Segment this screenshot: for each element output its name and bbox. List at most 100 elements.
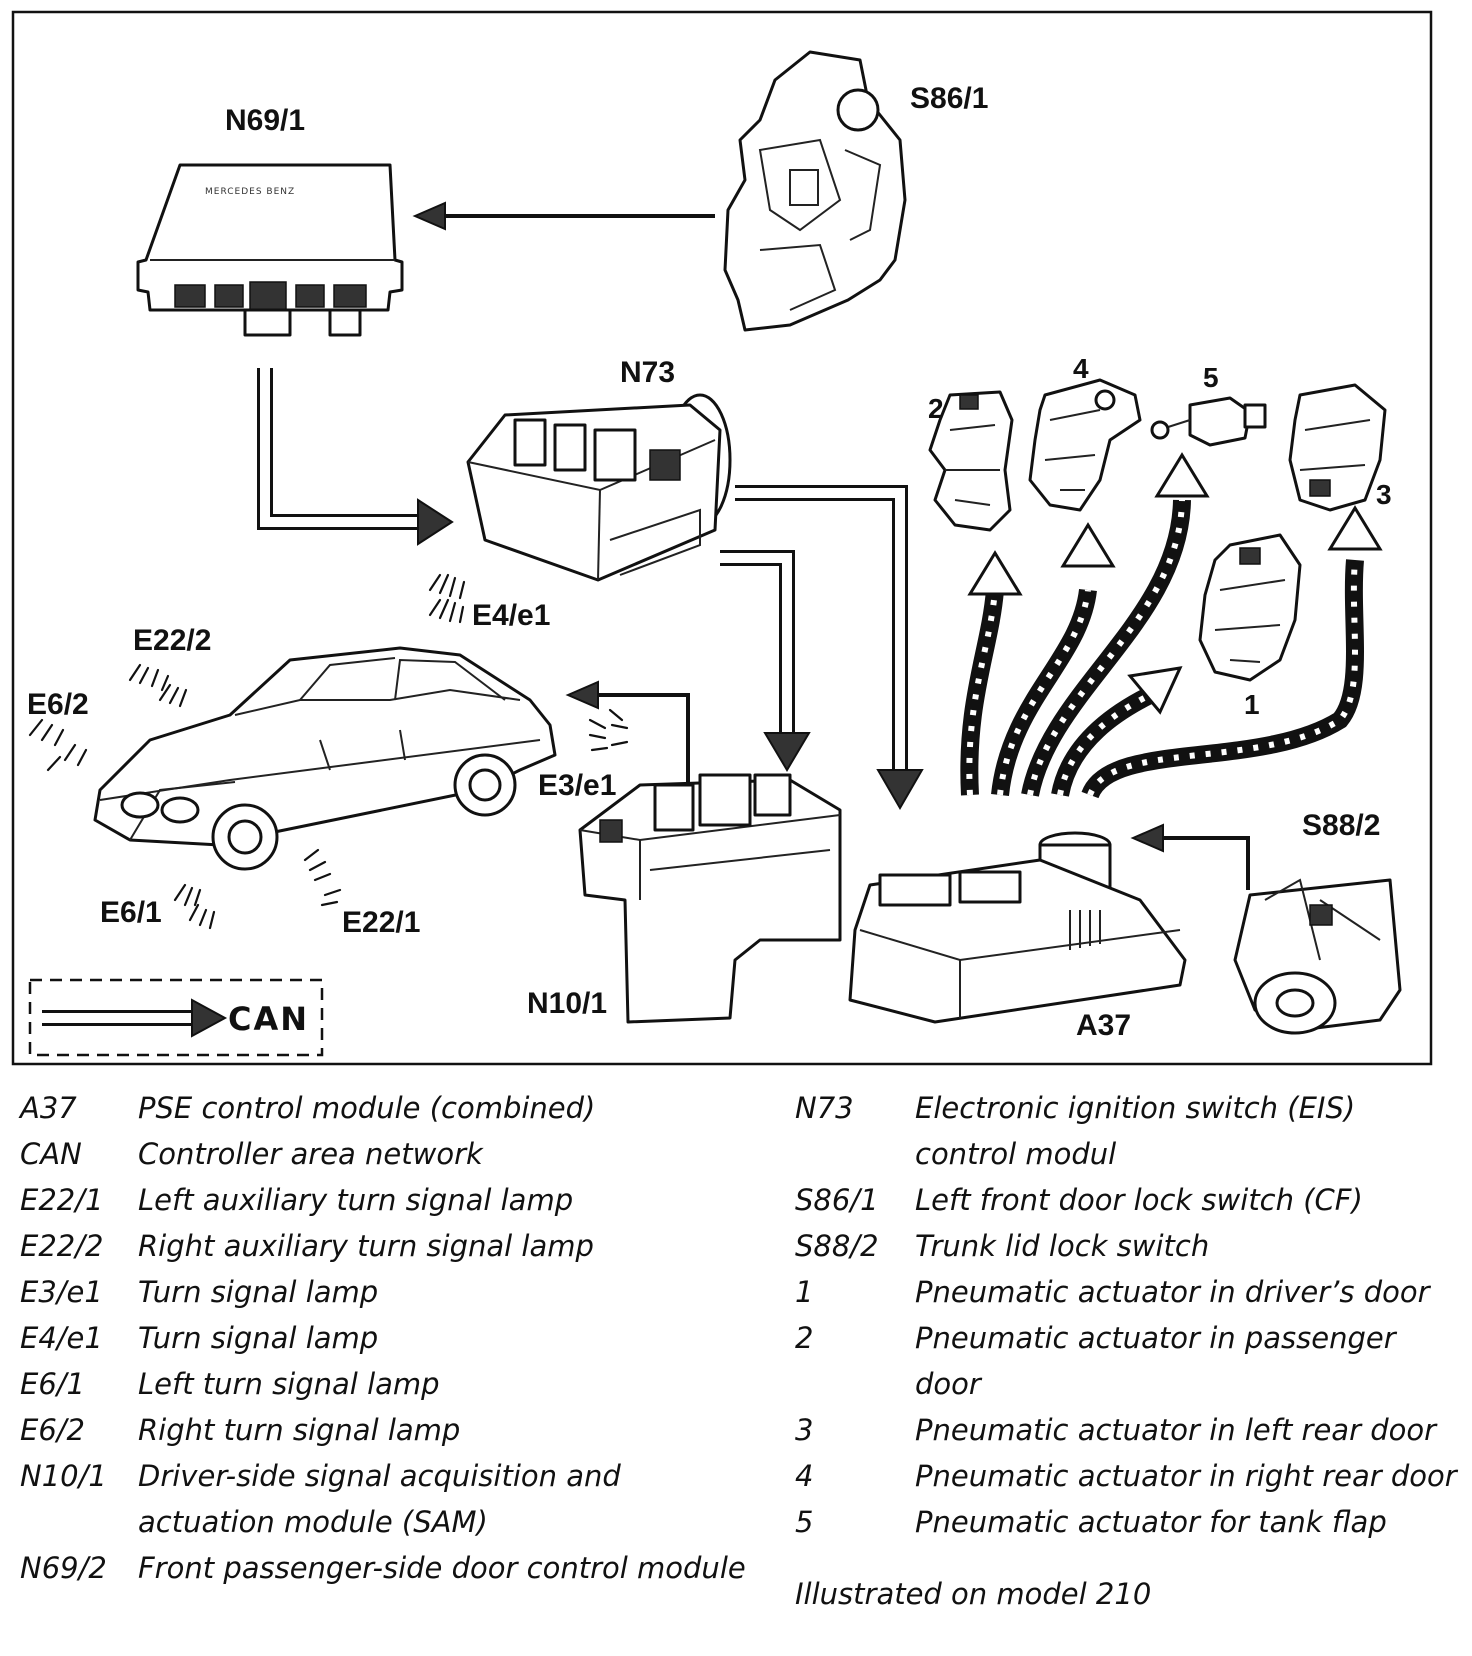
label-actuator-3: 3 (1376, 479, 1392, 510)
label-actuator-4: 4 (1073, 353, 1089, 384)
legend-item: A37 PSE control module (combined) (20, 1085, 760, 1131)
arrow-s88-to-a37 (1130, 823, 1250, 890)
legend-desc: Turn signal lamp (138, 1275, 379, 1309)
legend-item: E4/e1 Turn signal lamp (20, 1315, 760, 1361)
s86-1-switch (723, 50, 907, 332)
system-diagram: MERCEDES BENZ N69/1 S86/1 N73 (11, 10, 1433, 1066)
label-s86-1: S86/1 (910, 82, 988, 115)
legend-left-column: A37 PSE control module (combined) CAN Cont… (20, 1085, 760, 1591)
legend-code: S86/1 (795, 1183, 879, 1217)
label-actuator-2: 2 (928, 393, 944, 424)
actuator-1 (1198, 533, 1302, 682)
legend-item: 5 Pneumatic actuator for tank flap (795, 1499, 1465, 1545)
rays-e6-2 (28, 718, 88, 772)
label-e6-1: E6/1 (100, 896, 162, 929)
car-model-210 (93, 646, 557, 871)
legend-code: A37 (20, 1091, 77, 1125)
label-e4-e1: E4/e1 (472, 599, 550, 632)
legend-desc: Trunk lid lock switch (915, 1229, 1210, 1263)
module-brand-text: MERCEDES BENZ (205, 187, 295, 197)
legend-code: N69/2 (20, 1551, 107, 1585)
legend-desc: Left turn signal lamp (138, 1367, 440, 1401)
n69-1-module: MERCEDES BENZ (136, 163, 404, 337)
legend-item: 1 Pneumatic actuator in driver’s door (795, 1269, 1465, 1315)
legend-desc: Pneumatic actuator in driver’s door (915, 1275, 1430, 1309)
a37-pse-module (848, 831, 1187, 1024)
n10-1-sam (578, 773, 842, 1024)
legend-code: E22/1 (20, 1183, 104, 1217)
legend-desc: Right turn signal lamp (138, 1413, 461, 1447)
legend-code: N73 (795, 1091, 854, 1125)
legend-item: E6/1 Left turn signal lamp (20, 1361, 760, 1407)
pneumatic-arrow-1 (1127, 666, 1183, 715)
pneumatic-arrow-2 (967, 550, 1023, 596)
label-e6-2: E6/2 (27, 688, 89, 721)
legend-desc: Turn signal lamp (138, 1321, 379, 1355)
actuator-3 (1288, 383, 1387, 512)
legend-item: E22/1 Left auxiliary turn signal lamp (20, 1177, 760, 1223)
legend-desc: Right auxiliary turn signal lamp (138, 1229, 594, 1263)
legend-desc: Pneumatic actuator in passenger door (915, 1321, 1396, 1401)
rays-e22-2 (128, 663, 188, 708)
label-actuator-1: 1 (1244, 689, 1260, 720)
label-e3-e1: E3/e1 (538, 769, 616, 802)
label-actuator-5: 5 (1203, 362, 1219, 393)
n73-ignition-module (466, 393, 732, 582)
legend-item: N73 Electronic ignition switch (EIS) cont… (795, 1085, 1465, 1177)
can-key: CAN (28, 978, 324, 1057)
label-n69-1: N69/1 (225, 104, 305, 137)
legend-code: 4 (795, 1459, 814, 1493)
label-n10-1: N10/1 (527, 987, 607, 1020)
legend-code: 2 (795, 1321, 814, 1355)
rays-e22-1 (303, 848, 342, 907)
pneumatic-arrow-5 (1154, 452, 1210, 498)
label-e22-2: E22/2 (133, 624, 211, 657)
label-n73: N73 (620, 356, 675, 389)
rays-e6-1 (173, 883, 216, 930)
legend-item: CAN Controller area network (20, 1131, 760, 1177)
actuator-4 (1028, 378, 1142, 512)
legend-code: 1 (795, 1275, 814, 1309)
pneumatic-arrow-4 (1060, 522, 1116, 568)
can-key-label: CAN (228, 1000, 309, 1038)
legend-desc: PSE control module (combined) (138, 1091, 596, 1125)
legend-item: E3/e1 Turn signal lamp (20, 1269, 760, 1315)
actuator-5 (1150, 396, 1267, 447)
legend-desc: Pneumatic actuator for tank flap (915, 1505, 1387, 1539)
legend-right-column: N73 Electronic ignition switch (EIS) cont… (795, 1085, 1465, 1617)
legend-code: E3/e1 (20, 1275, 103, 1309)
legend-code: 5 (795, 1505, 814, 1539)
legend-item: E22/2 Right auxiliary turn signal lamp (20, 1223, 760, 1269)
model-note: Illustrated on model 210 (795, 1577, 1152, 1611)
actuator-2 (928, 390, 1014, 532)
label-a37: A37 (1076, 1009, 1131, 1042)
arrow-s86-to-n69 (412, 201, 715, 231)
legend-item: N69/2 Front passenger-side door control m… (20, 1545, 760, 1591)
legend-code: E4/e1 (20, 1321, 103, 1355)
arrow-n69-to-n73 (257, 368, 454, 546)
legend-desc: Left auxiliary turn signal lamp (138, 1183, 574, 1217)
rays-e3-e1 (588, 708, 629, 752)
legend-desc: Electronic ignition switch (EIS) control… (915, 1091, 1356, 1171)
pneumatic-arrow-3 (1327, 505, 1383, 551)
legend-code: 3 (795, 1413, 814, 1447)
legend-code: E22/2 (20, 1229, 104, 1263)
legend-code: N10/1 (20, 1459, 107, 1493)
legend-desc: Pneumatic actuator in right rear door (915, 1459, 1457, 1493)
legend-desc: Controller area network (138, 1137, 483, 1171)
legend-desc: Front passenger-side door control module (138, 1551, 746, 1585)
legend-code: S88/2 (795, 1229, 879, 1263)
label-e22-1: E22/1 (342, 906, 420, 939)
lamp-rays (28, 573, 629, 930)
label-s88-2: S88/2 (1302, 809, 1380, 842)
arrow-n73-to-n10 (720, 550, 811, 772)
pneumatic-lines (960, 452, 1383, 800)
arrow-n73-to-a37 (735, 485, 924, 810)
legend-code: E6/1 (20, 1367, 85, 1401)
legend-item: 2 Pneumatic actuator in passenger door (795, 1315, 1465, 1407)
legend-code: CAN (20, 1137, 82, 1171)
